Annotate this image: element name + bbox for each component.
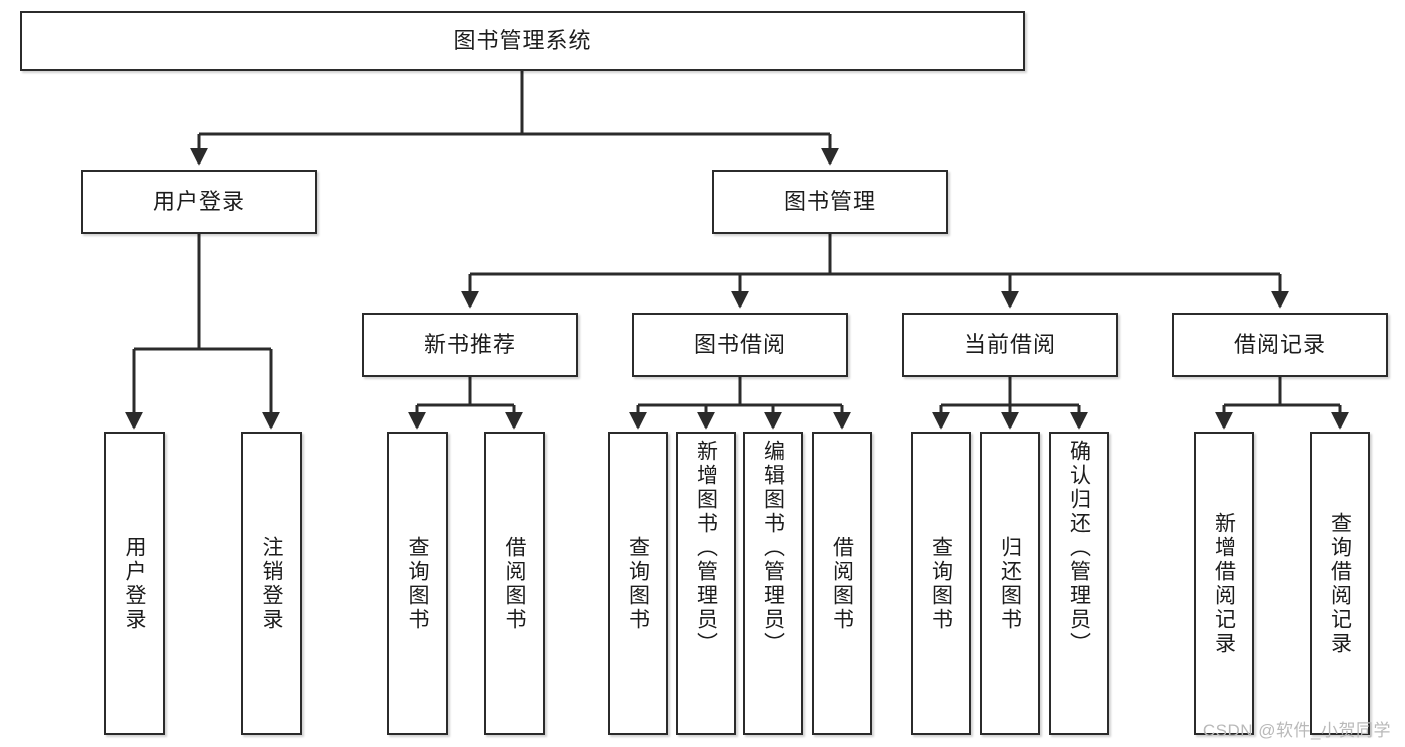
node-leaf-newbook-query-book-label: 查询图书 — [406, 535, 429, 632]
node-book-management-label: 图书管理 — [783, 189, 876, 215]
node-user-login-label: 用户登录 — [152, 189, 245, 215]
node-leaf-current-confirm-return-label: 确认归还（管理员） — [1067, 440, 1091, 656]
node-borrow-record[interactable]: 借阅记录 — [1172, 313, 1388, 377]
node-leaf-borrow-query-book[interactable]: 查询图书 — [608, 432, 668, 735]
node-leaf-record-add[interactable]: 新增借阅记录 — [1194, 432, 1254, 735]
node-leaf-borrow-edit-book-label: 编辑图书（管理员） — [761, 440, 785, 656]
node-current-borrow[interactable]: 当前借阅 — [902, 313, 1118, 377]
node-borrow-record-label: 借阅记录 — [1233, 332, 1326, 358]
node-leaf-current-confirm-return[interactable]: 确认归还（管理员） — [1049, 432, 1109, 735]
node-book-borrow-label: 图书借阅 — [693, 332, 786, 358]
node-leaf-borrow-query-book-label: 查询图书 — [626, 535, 650, 632]
node-leaf-borrow-borrow-book[interactable]: 借阅图书 — [812, 432, 872, 735]
node-leaf-newbook-borrow-book[interactable]: 借阅图书 — [484, 432, 545, 735]
node-leaf-logout-label: 注销登录 — [260, 535, 283, 632]
node-leaf-borrow-edit-book[interactable]: 编辑图书（管理员） — [743, 432, 803, 735]
node-leaf-newbook-query-book[interactable]: 查询图书 — [387, 432, 448, 735]
node-new-book-recommend-label: 新书推荐 — [423, 332, 516, 358]
node-leaf-record-query-label: 查询借阅记录 — [1328, 511, 1352, 656]
node-leaf-current-query-book[interactable]: 查询图书 — [911, 432, 971, 735]
node-root[interactable]: 图书管理系统 — [20, 11, 1025, 71]
node-leaf-borrow-borrow-book-label: 借阅图书 — [830, 535, 854, 632]
node-leaf-current-query-book-label: 查询图书 — [929, 535, 953, 632]
node-leaf-user-login-label: 用户登录 — [123, 535, 146, 632]
node-book-management[interactable]: 图书管理 — [712, 170, 948, 234]
node-leaf-record-add-label: 新增借阅记录 — [1212, 511, 1236, 656]
node-leaf-borrow-add-book-label: 新增图书（管理员） — [694, 440, 718, 656]
node-leaf-current-return-book-label: 归还图书 — [998, 535, 1022, 632]
node-leaf-logout[interactable]: 注销登录 — [241, 432, 302, 735]
node-leaf-newbook-borrow-book-label: 借阅图书 — [503, 535, 526, 632]
node-user-login[interactable]: 用户登录 — [81, 170, 317, 234]
node-leaf-user-login[interactable]: 用户登录 — [104, 432, 165, 735]
node-new-book-recommend[interactable]: 新书推荐 — [362, 313, 578, 377]
node-book-borrow[interactable]: 图书借阅 — [632, 313, 848, 377]
node-leaf-borrow-add-book[interactable]: 新增图书（管理员） — [676, 432, 736, 735]
node-leaf-current-return-book[interactable]: 归还图书 — [980, 432, 1040, 735]
node-current-borrow-label: 当前借阅 — [963, 332, 1056, 358]
node-root-label: 图书管理系统 — [453, 28, 592, 54]
node-leaf-record-query[interactable]: 查询借阅记录 — [1310, 432, 1370, 735]
